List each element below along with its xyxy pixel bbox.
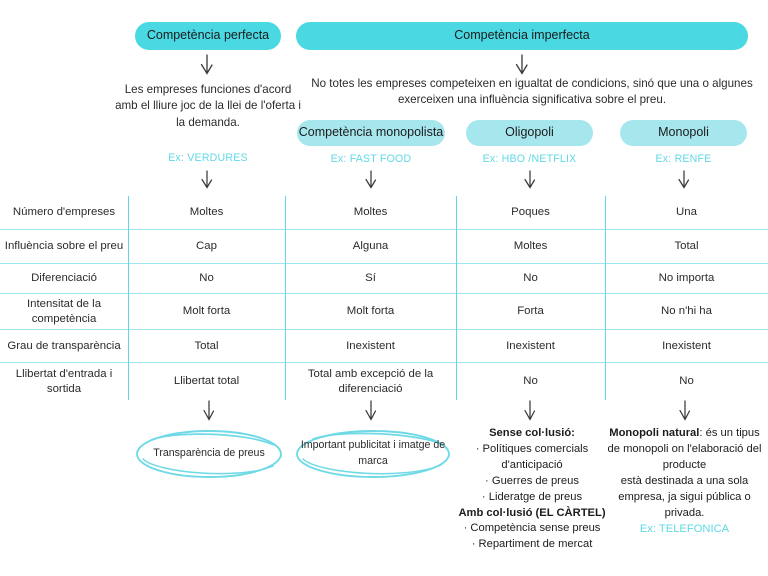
note-heading-amb-collusio: Amb col·lusió (EL CÀRTEL) — [458, 506, 606, 519]
pill-competencia-perfecta[interactable]: Competència perfecta — [135, 22, 281, 50]
row-label: Grau de transparència — [7, 339, 121, 352]
cell-oligopoli: No — [523, 375, 538, 388]
arrow-down-icon — [200, 400, 218, 422]
cell-oligopoli: No — [523, 272, 538, 285]
cell-perfecta: Total — [194, 339, 219, 352]
arrow-down-icon — [676, 400, 694, 422]
cell-monopolista: Inexistent — [346, 339, 395, 352]
example-hbo-netflix: Ex: HBO /NETFLIX — [482, 153, 577, 165]
note-definition: : és un tipus de monopoli on l'elaboraci… — [607, 427, 762, 471]
table-divider — [128, 196, 130, 400]
cell-monopolista: Sí — [365, 272, 376, 285]
arrow-down-icon — [512, 54, 532, 76]
cell-oligopoli: Moltes — [513, 240, 548, 253]
note-term: Monopoli natural — [609, 427, 700, 439]
note-heading-sense-collusio: Sense col·lusió: — [489, 427, 575, 439]
hand-drawn-ellipse-icon — [136, 430, 282, 478]
pill-label: Oligopoli — [505, 125, 554, 140]
example-verdures: Ex: VERDURES — [168, 152, 248, 164]
description-competencia-imperfecta: No totes les empreses competeixen en igu… — [311, 77, 753, 107]
example-renfe: Ex: RENFE — [655, 153, 712, 165]
arrow-down-icon — [362, 400, 380, 422]
cell-monopolista: Total amb excepció de la diferenciació — [307, 367, 434, 395]
cell-monopolista: Moltes — [353, 206, 388, 219]
cell-perfecta: No — [199, 272, 214, 285]
cell-oligopoli: Forta — [517, 305, 544, 318]
pill-label: Monopoli — [658, 125, 709, 140]
arrow-down-icon — [521, 400, 539, 422]
cell-perfecta: Molt forta — [182, 305, 231, 318]
pill-oligopoli[interactable]: Oligopoli — [466, 120, 593, 146]
cell-monopoli: No — [679, 375, 694, 388]
arrow-down-icon — [675, 170, 693, 190]
cell-monopoli: No importa — [658, 272, 715, 285]
highlight-transparencia-de-preus: Transparència de preus — [133, 428, 285, 480]
arrow-down-icon — [197, 54, 217, 76]
cell-monopoli: Una — [676, 206, 697, 219]
pill-monopoli[interactable]: Monopoli — [620, 120, 747, 146]
pill-label: Competència monopolista — [298, 125, 444, 140]
arrow-down-icon — [362, 170, 380, 190]
row-label: Intensitat de la competència — [26, 297, 102, 325]
table-divider — [285, 196, 287, 400]
pill-competencia-imperfecta[interactable]: Competència imperfecta — [296, 22, 748, 50]
pill-competencia-monopolista[interactable]: Competència monopolista — [297, 120, 445, 146]
note-definition-line2: està destinada a una sola empresa, ja si… — [618, 474, 751, 519]
table-row: Influència sobre el preu Cap Alguna Molt… — [0, 229, 768, 263]
table-divider — [456, 196, 458, 400]
cell-oligopoli: Inexistent — [506, 339, 555, 352]
cell-monopolista: Alguna — [352, 240, 389, 253]
cell-perfecta: Moltes — [189, 206, 224, 219]
note-item: · Repartiment de mercat — [471, 538, 593, 551]
cell-monopoli: Inexistent — [662, 339, 711, 352]
cell-monopoli: Total — [674, 240, 699, 253]
example-telefonica: Ex: TELEFONICA — [639, 523, 730, 536]
cell-monopoli: No n'hi ha — [661, 305, 712, 318]
cell-perfecta: Llibertat total — [173, 375, 240, 388]
pill-label: Competència perfecta — [146, 28, 270, 43]
note-definition-line1: Monopoli natural: és un tipus de monopol… — [603, 426, 766, 474]
note-item: · Polítiques comercials d'anticipació — [475, 442, 589, 471]
table-row: Número d'empreses Moltes Moltes Poques U… — [0, 196, 768, 229]
cell-oligopoli: Poques — [511, 206, 550, 219]
note-item: · Competència sense preus — [463, 522, 601, 535]
note-item: · Lideratge de preus — [481, 490, 583, 503]
row-label: Llibertat d'entrada i sortida — [15, 367, 113, 395]
row-label: Número d'empreses — [12, 206, 116, 219]
table-row: Intensitat de la competència Molt forta … — [0, 293, 768, 329]
table-row: Diferenciació No Sí No No importa — [0, 263, 768, 293]
description-competencia-perfecta: Les empreses funciones d'acord amb el ll… — [115, 83, 301, 129]
note-oligopoli: Sense col·lusió: · Polítiques comercials… — [457, 426, 607, 553]
example-fast-food: Ex: FAST FOOD — [330, 153, 412, 165]
highlight-important-publicitat: Important publicitat i imatge de marca — [293, 428, 453, 480]
note-item: · Guerres de preus — [485, 474, 579, 487]
row-label: Diferenciació — [31, 272, 97, 285]
cell-monopolista: Molt forta — [346, 305, 395, 318]
row-label: Influència sobre el preu — [4, 240, 124, 253]
arrow-down-icon — [198, 170, 216, 190]
ellipse-label: Transparència de preus — [153, 447, 265, 460]
table-row: Grau de transparència Total Inexistent I… — [0, 329, 768, 362]
table-row: Llibertat d'entrada i sortida Llibertat … — [0, 362, 768, 400]
note-monopoli-natural: Monopoli natural: és un tipus de monopol… — [603, 426, 766, 538]
hand-drawn-ellipse-icon — [296, 430, 450, 478]
comparison-table: Número d'empreses Moltes Moltes Poques U… — [0, 196, 768, 400]
cell-perfecta: Cap — [196, 240, 217, 253]
table-divider — [605, 196, 607, 400]
ellipse-label: Important publicitat i imatge de marca — [300, 439, 446, 467]
arrow-down-icon — [521, 170, 539, 190]
pill-label: Competència imperfecta — [454, 28, 590, 43]
